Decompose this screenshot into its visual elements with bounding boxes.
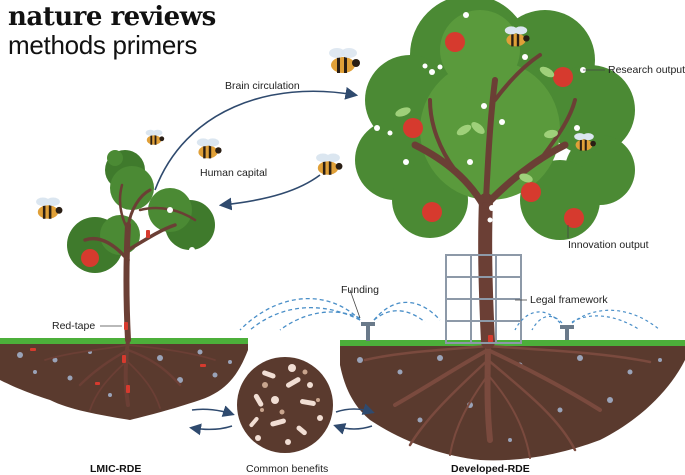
big-tree-leaves bbox=[395, 66, 558, 183]
bee-7 bbox=[574, 133, 596, 151]
big-tree-trunk bbox=[411, 53, 577, 349]
label-lmic-rde: LMIC-RDE bbox=[90, 463, 142, 475]
trellis bbox=[445, 254, 522, 344]
small-tree-apple bbox=[81, 249, 99, 267]
label-developed-rde: Developed-RDE bbox=[451, 463, 530, 475]
label-innovation-output: Innovation output bbox=[568, 239, 649, 251]
label-funding: Funding bbox=[341, 284, 379, 296]
big-tree-apples bbox=[403, 32, 584, 228]
common-benefits-soil bbox=[237, 357, 333, 453]
human-capital-arrow bbox=[218, 174, 321, 211]
bee-6 bbox=[504, 26, 530, 47]
label-common-benefits: Common benefits bbox=[246, 463, 329, 475]
bee-3 bbox=[196, 138, 222, 159]
label-red-tape: Red-tape bbox=[52, 320, 96, 332]
label-legal-framework: Legal framework bbox=[530, 294, 608, 306]
label-human-capital: Human capital bbox=[200, 167, 268, 179]
exchange-arrow-left-top bbox=[191, 405, 235, 417]
sprinkler-left bbox=[239, 297, 441, 341]
bee-5 bbox=[36, 197, 63, 219]
bee-2 bbox=[145, 129, 165, 145]
leader-lines bbox=[100, 69, 605, 327]
brain-circulation-arrow bbox=[154, 87, 359, 191]
small-tree-flowers bbox=[167, 207, 195, 253]
brand-title: nature reviews bbox=[8, 2, 216, 32]
left-roots bbox=[44, 338, 216, 411]
bee-4 bbox=[316, 153, 343, 175]
red-tape-mark-big bbox=[488, 335, 493, 344]
exchange-arrow-left-bottom bbox=[189, 423, 233, 436]
exchange-arrow-right-bottom bbox=[333, 423, 373, 435]
label-research-output: Research output bbox=[608, 64, 685, 76]
right-roots bbox=[363, 337, 652, 459]
red-tape-marks-small bbox=[122, 230, 150, 393]
big-tree-canopy bbox=[355, 0, 635, 240]
big-tree-flowers bbox=[374, 12, 586, 223]
exchange-arrow-right-top bbox=[335, 403, 375, 415]
bee-1 bbox=[329, 48, 360, 73]
sprinkler-right bbox=[514, 309, 661, 340]
brand-subtitle: methods primers bbox=[8, 30, 198, 60]
label-brain-circulation: Brain circulation bbox=[225, 80, 300, 92]
